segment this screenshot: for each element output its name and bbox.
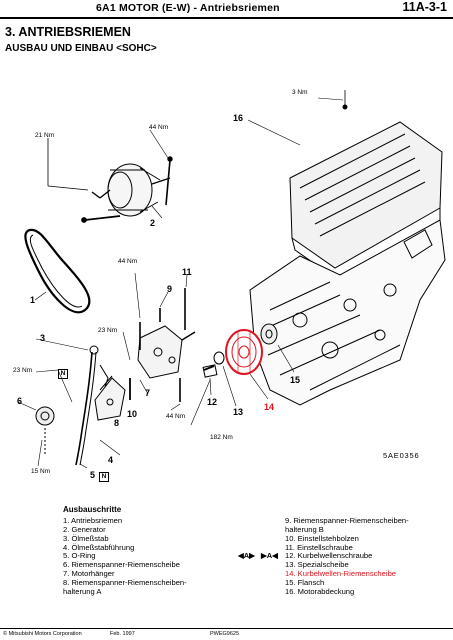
bracket-8: [94, 377, 126, 421]
torque-44nm-bracket: 44 Nm: [118, 258, 138, 265]
torque-21nm: 21 Nm: [35, 132, 55, 139]
crank-bolt-12-washer-13: [202, 351, 225, 378]
part-label-7: 7: [145, 388, 151, 398]
footer-company: © Mitsubishi Motors Corporation: [3, 631, 82, 637]
steps-left-column: 1. Antriebsriemen 2. Generator 3. Ölmeßs…: [63, 516, 187, 597]
part-label-4: 4: [108, 455, 114, 465]
footer-code: PWEG9625: [210, 631, 240, 637]
part-label-1: 1: [30, 295, 36, 305]
part-label-11: 11: [182, 267, 192, 277]
part-label-13: 13: [233, 407, 244, 417]
part-label-9: 9: [167, 284, 173, 294]
torque-23nm-lower: 23 Nm: [13, 367, 33, 374]
legend-a-right: ▶A◀: [261, 551, 278, 560]
steps-title: Ausbauschritte: [63, 505, 122, 514]
step-15: 15. Flansch: [285, 577, 325, 587]
engine-block: [249, 219, 446, 406]
step-3: 3. Ölmeßstab: [63, 533, 109, 543]
part-label-10: 10: [127, 409, 138, 419]
steps-right-column: 9. Riemenspanner-Riemenscheiben- halteru…: [285, 516, 409, 597]
part-label-5: 5: [90, 470, 96, 480]
torque-23nm-upper: 23 Nm: [98, 327, 118, 334]
part-label-16: 16: [233, 113, 244, 123]
part-label-8: 8: [114, 418, 120, 428]
footer-date: Feb. 1997: [110, 631, 135, 637]
part-label-6: 6: [17, 396, 23, 406]
page-number: 11A-3-1: [402, 0, 447, 14]
step-14: 14. Kurbelwellen-Riemenscheibe: [285, 569, 397, 579]
crankshaft-pulley-14: [225, 329, 263, 375]
step-8-cont: halterung A: [63, 586, 102, 596]
n-marker-oring-lower: N: [99, 472, 109, 482]
step-7: 7. Motorhänger: [63, 569, 115, 579]
torque-15nm: 15 Nm: [31, 468, 51, 475]
torque-44nm-stud: 44 Nm: [166, 413, 186, 420]
studs-10-11: [129, 322, 181, 402]
diagram-reference-code: 5AE0356: [383, 451, 420, 460]
flange-15: [260, 323, 278, 345]
exploded-view-diagram: [17, 90, 446, 469]
header-title: 6A1 MOTOR (E-W) - Antriebsriemen: [96, 2, 280, 14]
section-subtitle: AUSBAU UND EINBAU <SOHC>: [5, 43, 157, 54]
step-10: 10. Einstellstehbolzen: [285, 533, 359, 543]
torque-182nm: 182 Nm: [210, 434, 233, 441]
part-label-14: 14: [264, 402, 275, 412]
bolts-top: [47, 90, 348, 223]
generator-2: [91, 163, 171, 217]
n-marker-oring-upper: N: [58, 369, 68, 379]
footer-rule: [0, 628, 453, 629]
belt-1: [24, 228, 91, 314]
step-8: 8. Riemenspanner-Riemenscheiben-: [63, 577, 187, 587]
part-label-3: 3: [40, 333, 46, 343]
step-5: 5. O-Ring: [63, 551, 96, 561]
part-label-2: 2: [150, 218, 156, 228]
step-13: 13. Spezialscheibe: [285, 560, 349, 570]
section-title: 3. ANTRIEBSRIEMEN: [5, 25, 131, 39]
dipstick-3-4: [75, 345, 113, 466]
step-6: 6. Riemenspanner-Riemenscheibe: [63, 560, 180, 570]
part-label-12: 12: [207, 397, 218, 407]
header-rule: [0, 17, 453, 19]
step-16: 16. Motorabdeckung: [285, 586, 355, 596]
step-2: 2. Generator: [63, 524, 106, 534]
step-11: 11. Einstellschraube: [285, 542, 353, 552]
step-1: 1. Antriebsriemen: [63, 516, 123, 525]
step-9-cont: halterung B: [285, 524, 324, 534]
part-label-15: 15: [290, 375, 301, 385]
step-12: 12. Kurbelwellenschraube: [285, 551, 373, 561]
step-9: 9. Riemenspanner-Riemenscheiben-: [285, 516, 409, 525]
step-4: 4. Ölmeßstabführung: [63, 542, 135, 552]
torque-44nm-generator: 44 Nm: [149, 124, 169, 131]
legend-a-left: ◀A▶: [238, 551, 255, 560]
bracket-9-hanger-7: [137, 288, 196, 379]
torque-3nm: 3 Nm: [292, 89, 308, 96]
tensioner-6: [35, 406, 55, 455]
